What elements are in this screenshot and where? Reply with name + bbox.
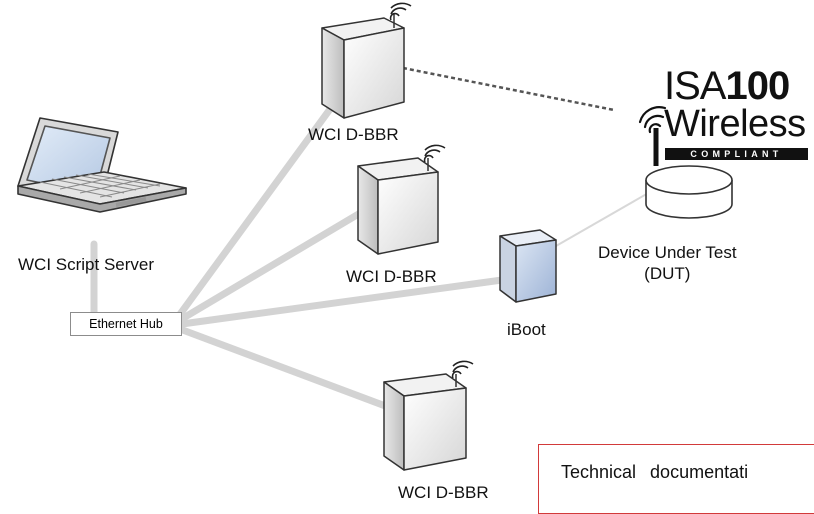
label-wci-dbbr-middle: WCI D-BBR [346, 267, 437, 286]
technical-documentation-note: Technical documentati [538, 444, 814, 514]
note-text: Technical documentati [561, 462, 749, 482]
label-wci-script-server: WCI Script Server [18, 255, 155, 274]
laptop-icon [17, 117, 187, 213]
ethernet-hub-box: Ethernet Hub [70, 312, 182, 336]
network-diagram [17, 2, 733, 471]
logo-compliant-banner: COMPLIANT [665, 148, 808, 160]
dut-signal-icon [638, 106, 667, 134]
bbr-top-device-icon [321, 14, 405, 119]
label-wci-dbbr-top: WCI D-BBR [308, 125, 399, 144]
bbr-bottom-device-icon [383, 373, 467, 471]
link-iboot-dut [555, 191, 651, 247]
dut-device-icon [645, 128, 733, 219]
bbr-middle-device-icon [357, 157, 439, 255]
link-hub-bbr-middle [176, 202, 376, 324]
dut-label-line1: Device Under Test [598, 243, 737, 262]
bbr-middle-wifi-icon [423, 144, 446, 163]
logo-wireless-text: Wireless [664, 103, 806, 145]
label-device-under-test: Device Under Test (DUT) [598, 242, 737, 285]
iboot-device-icon [499, 229, 557, 303]
bbr-bottom-wifi-icon [451, 360, 474, 379]
link-hub-iboot [178, 276, 506, 328]
dut-label-line2: (DUT) [644, 264, 691, 284]
bbr-top-wifi-icon [389, 2, 412, 21]
wireless-link-dashed [402, 66, 615, 112]
label-iboot: iBoot [507, 320, 546, 339]
link-hub-bbr-bottom [176, 325, 400, 414]
logo-isa-text: ISA100 [664, 64, 790, 108]
link-hub-bbr-top [174, 86, 348, 321]
network-links [90, 86, 506, 414]
ethernet-hub-label: Ethernet Hub [89, 317, 163, 331]
label-wci-dbbr-bottom: WCI D-BBR [398, 483, 489, 502]
